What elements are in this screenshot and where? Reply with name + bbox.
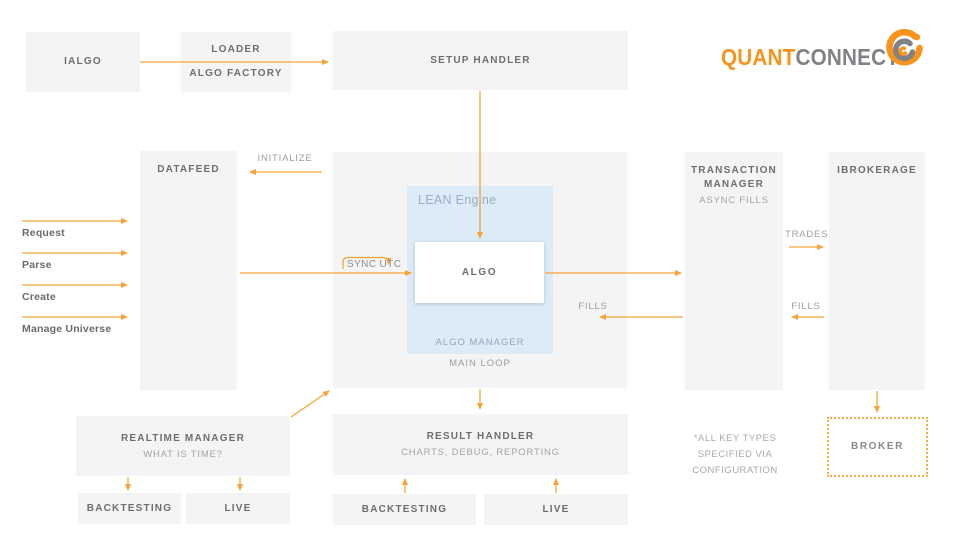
box-result-handler-title: RESULT HANDLER <box>426 431 535 442</box>
quantconnect-logo: QUANTCONNECT <box>721 44 919 71</box>
box-datafeed: DATAFEED <box>140 151 237 390</box>
lean-engine-panel: LEAN Engine ALGO ALGO MANAGER <box>407 186 553 354</box>
configuration-note-line2: CONFIGURATION <box>692 465 778 476</box>
algo-box: ALGO <box>415 242 544 303</box>
parse-label: Parse <box>22 259 52 271</box>
box-realtime-manager-subtitle: WHAT IS TIME? <box>143 448 223 460</box>
box-backtesting-center-title: BACKTESTING <box>361 503 448 515</box>
box-datafeed-title: DATAFEED <box>157 164 220 175</box>
configuration-note-line1: *ALL KEY TYPES SPECIFIED VIA <box>693 433 777 460</box>
logo-part-quant: QUANT <box>721 44 796 70</box>
box-realtime-manager: REALTIME MANAGER WHAT IS TIME? <box>76 416 290 476</box>
fills-label-left: FILLS <box>578 301 608 312</box>
algo-box-title: ALGO <box>461 266 498 278</box>
box-setup-handler: SETUP HANDLER <box>333 31 628 90</box>
box-backtesting-center: BACKTESTING <box>333 494 476 525</box>
box-live-left: LIVE <box>186 493 290 524</box>
box-transaction-manager-subtitle: ASYNC FILLS <box>699 195 769 206</box>
initialize-label: INITIALIZE <box>257 153 313 164</box>
sync-utc-label: SYNC UTC <box>347 259 402 270</box>
quantconnect-logo-text: QUANTCONNECT <box>721 44 899 71</box>
box-transaction-manager: TRANSACTION MANAGER ASYNC FILLS <box>685 152 783 390</box>
trades-label: TRADES <box>785 229 829 240</box>
box-ialgo: IALGO <box>26 32 140 92</box>
box-live-center: LIVE <box>484 494 628 525</box>
box-live-center-title: LIVE <box>542 503 570 515</box>
configuration-note: *ALL KEY TYPES SPECIFIED VIA CONFIGURATI… <box>665 431 805 479</box>
fills-label-right: FILLS <box>791 301 821 312</box>
box-broker-title: BROKER <box>851 441 904 452</box>
box-loader-line1: LOADER <box>211 44 261 55</box>
box-live-left-title: LIVE <box>224 502 252 514</box>
arrow-realtime-to-engine <box>290 390 330 418</box>
box-result-handler-subtitle: CHARTS, DEBUG, REPORTING <box>401 447 560 458</box>
create-label: Create <box>22 291 56 303</box>
box-result-handler: RESULT HANDLER CHARTS, DEBUG, REPORTING <box>333 414 628 475</box>
box-ibrokerage-title: IBROKERAGE <box>837 165 917 176</box>
box-realtime-manager-title: REALTIME MANAGER <box>120 432 245 444</box>
logo-part-connect: CONNECT <box>795 44 900 70</box>
box-ibrokerage: IBROKERAGE <box>829 152 925 390</box>
box-loader-algo-factory: LOADER ALGO FACTORY <box>181 32 291 92</box>
box-setup-handler-title: SETUP HANDLER <box>430 54 531 66</box>
lean-engine-label: LEAN Engine <box>418 193 497 207</box>
manage-universe-label: Manage Universe <box>22 323 112 335</box>
box-ialgo-title: IALGO <box>64 56 102 67</box>
box-loader-line2: ALGO FACTORY <box>189 68 283 79</box>
box-backtesting-left: BACKTESTING <box>78 493 181 524</box>
box-lean-engine-container: LEAN Engine ALGO ALGO MANAGER MAIN LOOP <box>333 152 627 388</box>
box-broker: BROKER <box>827 417 928 477</box>
request-label: Request <box>22 227 65 239</box>
box-transaction-manager-title: TRANSACTION MANAGER <box>691 165 777 190</box>
quantconnect-swirl-icon <box>886 29 923 66</box>
main-loop-label: MAIN LOOP <box>449 358 511 369</box>
algo-manager-label: ALGO MANAGER <box>435 337 525 348</box>
box-backtesting-left-title: BACKTESTING <box>86 502 173 514</box>
